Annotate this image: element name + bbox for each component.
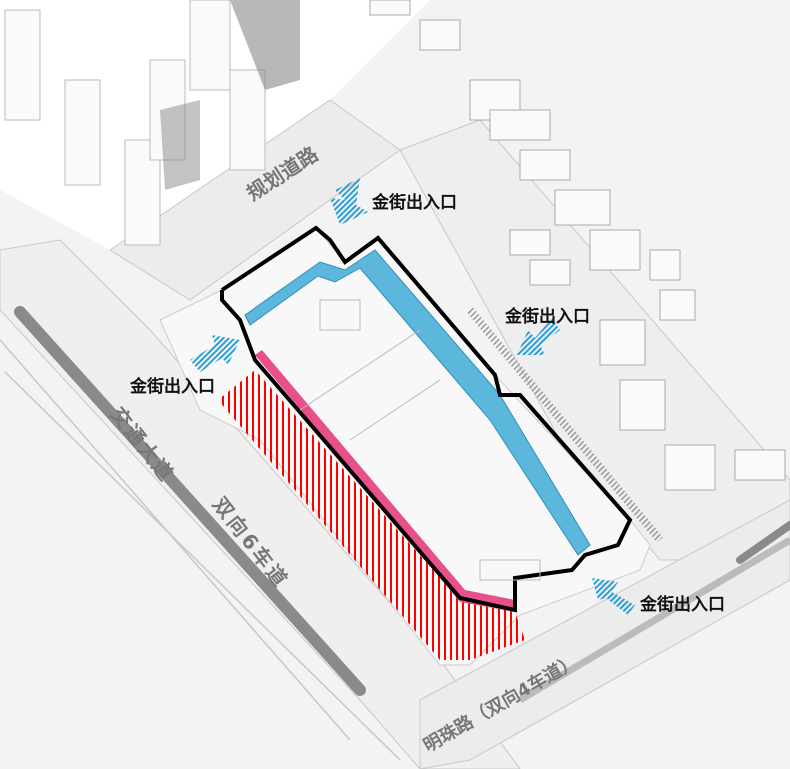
blue-gold-street-corridor [244,249,591,556]
site-plot [159,225,651,666]
internal-building-lines [299,299,541,581]
entry-arrow-north [330,178,368,225]
entry-label-south: 金街出入口 [640,595,725,615]
pink-street-frontage [255,350,515,612]
entry-arrow-west [190,335,240,372]
entry-arrow-east [517,318,560,355]
site-boundary-outline [220,225,633,613]
surrounding-low-buildings [369,0,786,491]
entry-label-north: 金街出入口 [372,193,457,213]
entry-arrow-south [592,578,635,615]
entry-label-west: 金街出入口 [130,377,215,397]
avenue-median [14,306,366,696]
surrounding-towers [4,0,300,246]
entry-label-east: 金街出入口 [505,307,590,327]
